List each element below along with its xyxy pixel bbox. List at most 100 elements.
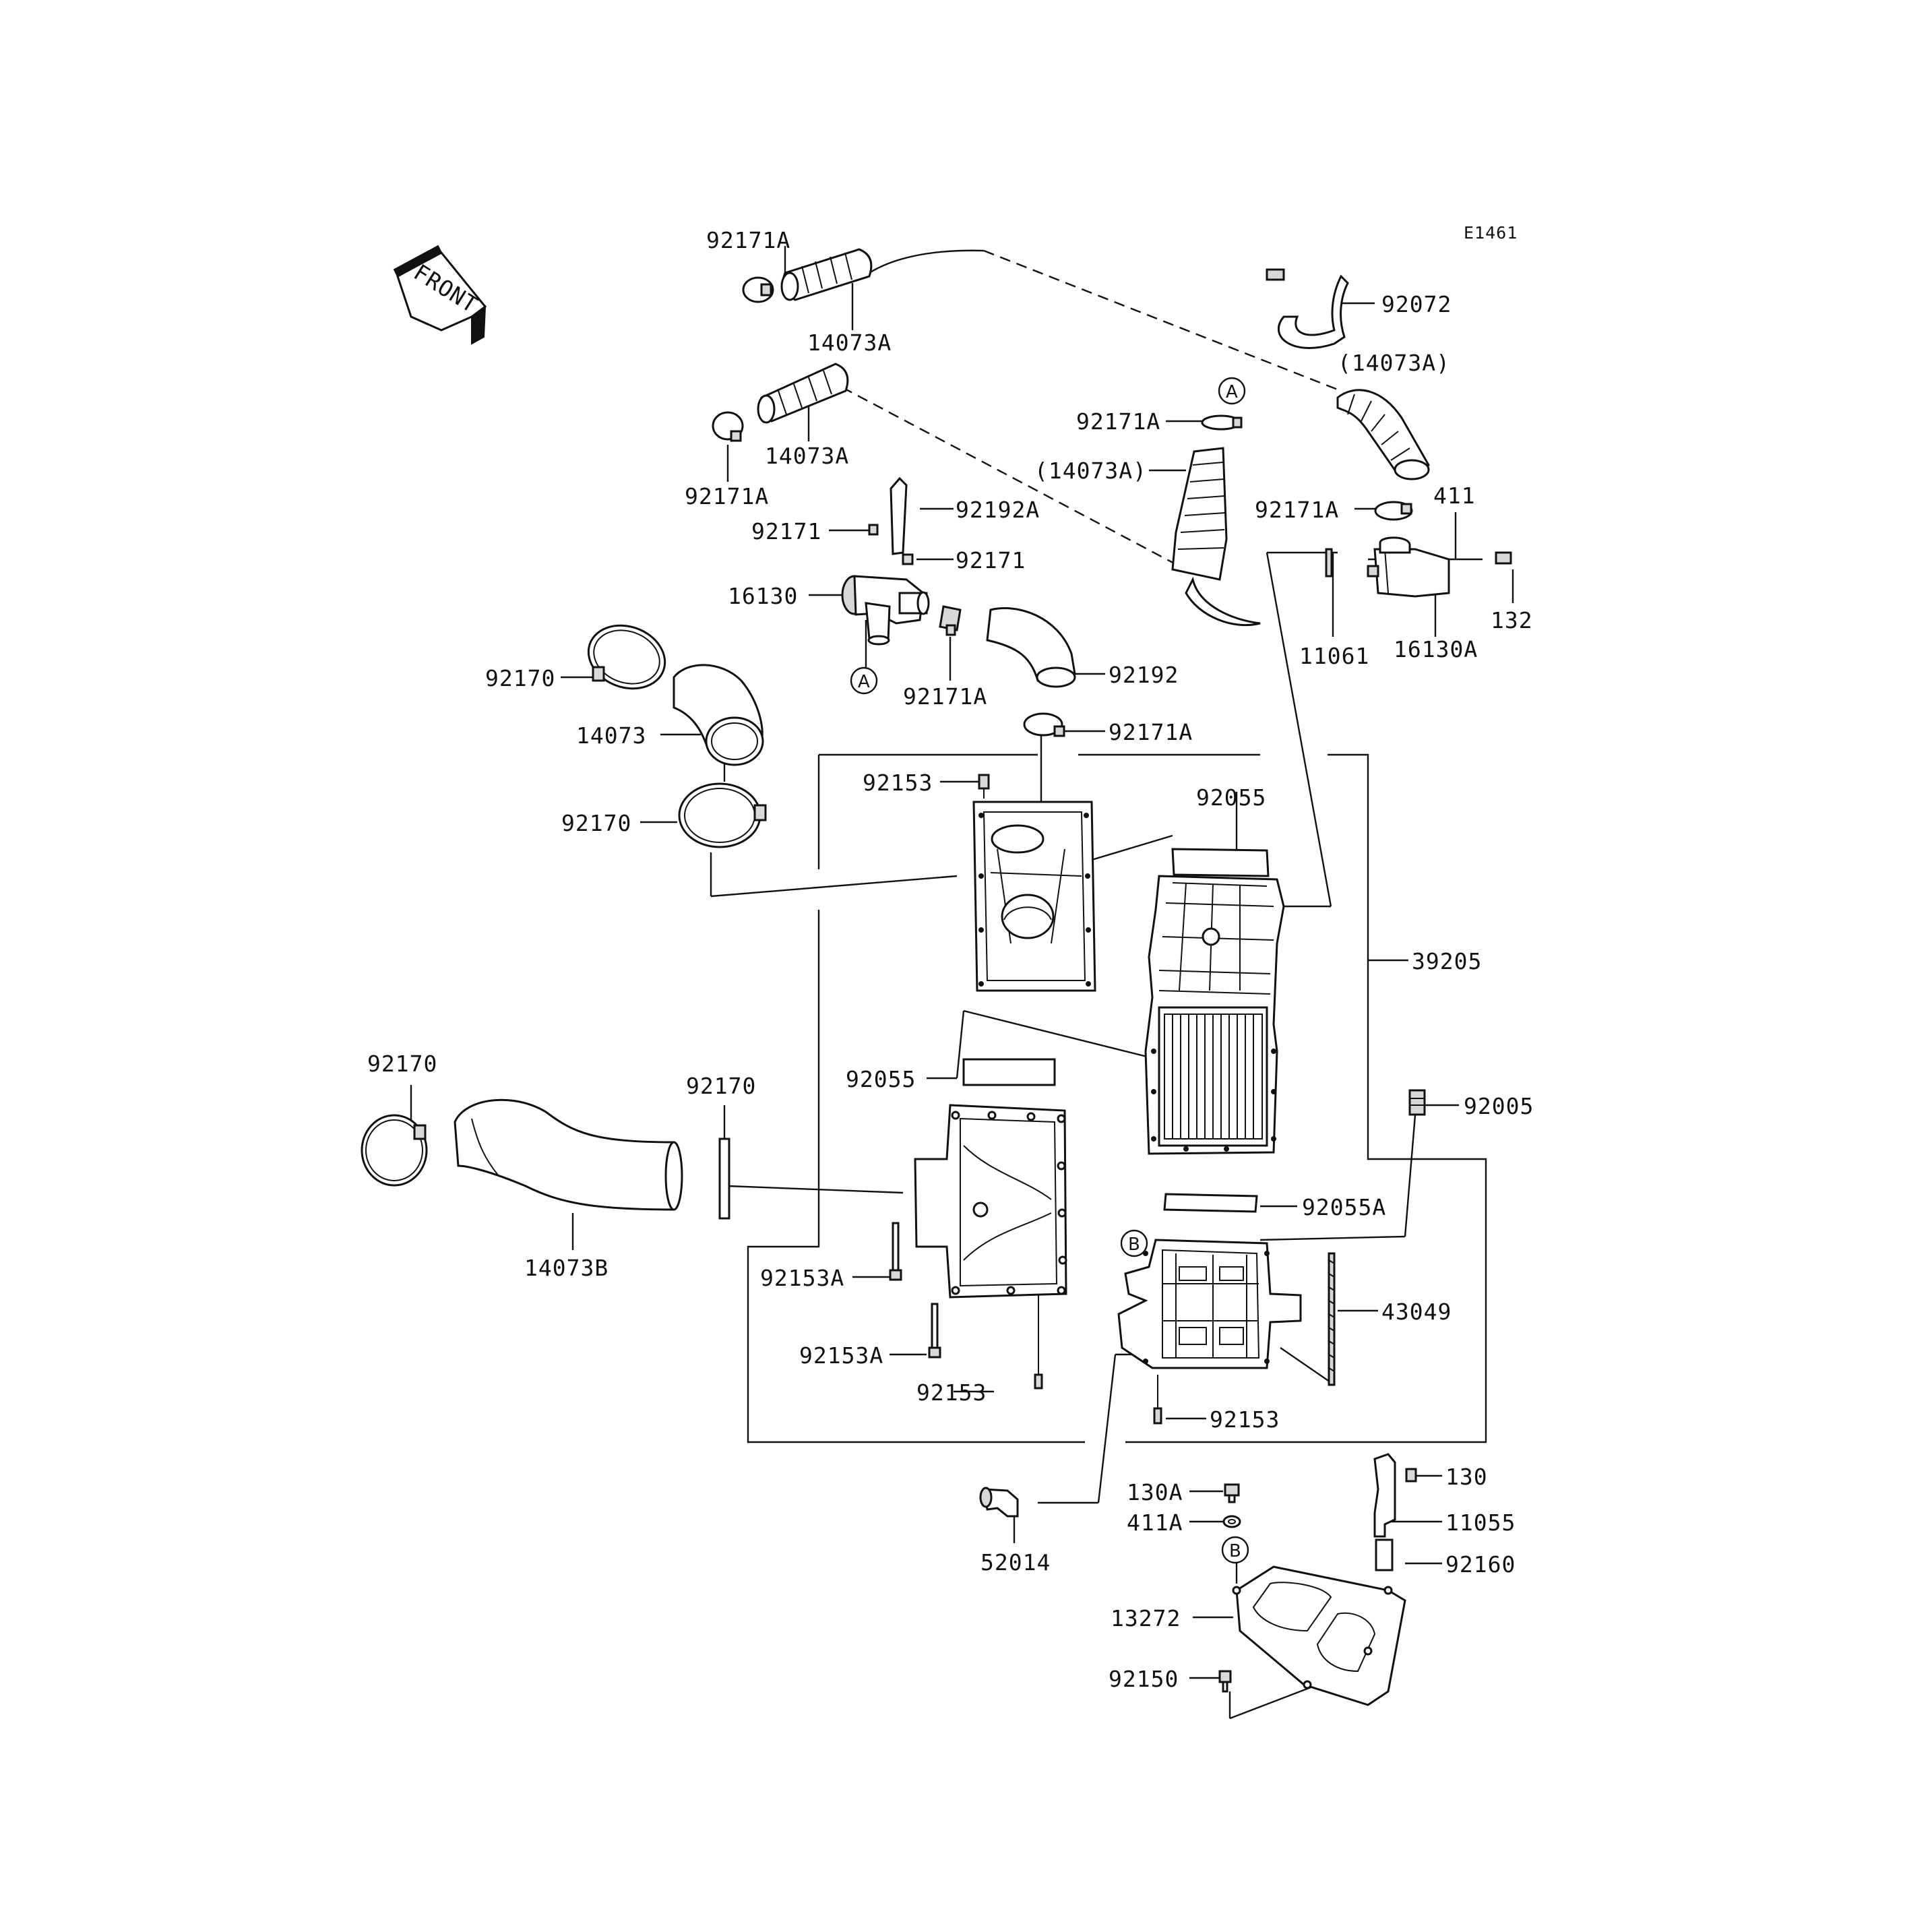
bolt-92150 [1218,1670,1232,1693]
ref-markers: A A B B [850,377,1249,1564]
bolt-92153A-b [928,1303,941,1359]
label-92150: 92150 [1109,1666,1179,1692]
label-92192A: 92192A [956,497,1040,523]
label-16130A: 16130A [1394,636,1478,662]
label-92171A-right: 92171A [1255,497,1339,523]
housing-16130A [1325,501,1512,598]
ref-A-left-label: A [858,672,870,692]
label-14073A-right: (14073A) [1338,350,1450,376]
clamp-92171A-low [1023,712,1065,737]
diagram-code: E1461 [1464,223,1518,243]
clamp-92171A-left2 [712,411,744,442]
label-16130: 16130 [728,583,798,609]
hose-14073A-top [780,248,873,301]
label-14073A-mid: (14073A) [1034,458,1147,484]
hose-92192 [986,607,1076,688]
label-92153-low: 92153 [1210,1406,1280,1433]
label-92005: 92005 [1464,1093,1534,1119]
clamp-92170-a [587,624,666,690]
label-92072: 92072 [1381,291,1452,317]
hose-14073A-right [1336,389,1430,480]
label-14073A-top: 14073A [807,330,892,356]
label-92171A-low: 92171A [1109,719,1193,745]
ref-B-mid-label: B [1128,1235,1140,1255]
spacer-92160 [1375,1538,1394,1571]
washer-411A [1222,1515,1241,1528]
label-92170-d: 92170 [686,1073,756,1099]
label-92171A-mid: 92171A [903,683,987,710]
hose-14073 [673,664,764,766]
band-92072 [1266,268,1349,349]
ref-A-top-label: A [1226,382,1238,402]
hose-14073B [454,1098,683,1211]
label-92170-c: 92170 [367,1051,437,1077]
clamp-92171A-mid [939,605,962,636]
label-92153A-b: 92153A [799,1342,883,1369]
parts [361,248,1512,1706]
label-92171A-left2: 92171A [685,483,769,509]
valve-16130 [841,575,930,646]
label-92171A-top: 92171A [706,227,790,253]
clamp-92170-d [718,1138,730,1220]
ref-B-low-label: B [1229,1541,1241,1561]
label-130: 130 [1445,1464,1488,1490]
label-130A: 130A [1127,1479,1183,1505]
part-labels: 92171A 14073A 92072 (14073A) 14073A 9217… [367,227,1534,1692]
label-11061: 11061 [1299,643,1369,669]
ref-A-left: A [850,666,878,695]
label-92171A-midA: 92171A [1076,408,1160,435]
label-92055-mid: 92055 [846,1066,916,1092]
bolt-92153-mid [1034,1294,1043,1390]
gasket-92055-mid [962,1058,1056,1086]
bolt-92153A-a [889,1222,902,1281]
label-411A: 411A [1127,1509,1183,1536]
label-13272: 13272 [1111,1605,1181,1631]
label-92171-a: 92171 [751,518,821,544]
clamp-92170-c [361,1114,428,1187]
label-92192: 92192 [1109,662,1179,688]
label-92170-b: 92170 [561,810,631,836]
label-43049: 43049 [1381,1299,1452,1325]
lower-box-housing [914,1104,1067,1299]
label-39205: 39205 [1412,948,1482,974]
label-92153A-a: 92153A [760,1265,844,1291]
label-411: 411 [1433,482,1476,509]
label-132: 132 [1491,607,1533,633]
cover-plate-upper [972,801,1096,992]
ref-B-mid: B [1120,1229,1148,1257]
bolt-92153-low [1153,1375,1162,1425]
ref-B-low: B [1221,1536,1249,1564]
hose-14073A-2 [757,363,849,424]
gasket-92055-top [1171,848,1270,877]
bracket-11055 [1373,1453,1396,1538]
clamp-92171A-top [742,276,774,303]
bolt-92153-top [978,774,990,799]
label-52014: 52014 [980,1549,1051,1576]
plate-13272 [1232,1565,1406,1706]
label-92055A: 92055A [1302,1194,1386,1220]
clip-92171-b [902,553,914,565]
label-92153-top: 92153 [863,770,933,796]
ref-A-top: A [1218,377,1246,405]
label-92170-a: 92170 [485,665,555,691]
lower-tank [1117,1239,1302,1369]
intercooler-body [1144,875,1285,1155]
label-92160: 92160 [1445,1551,1516,1578]
label-14073: 14073 [576,722,646,749]
label-92055-top: 92055 [1196,784,1266,811]
label-92171-b: 92171 [956,547,1026,573]
label-14073B: 14073B [524,1255,609,1281]
clamp-92171A-midA [1201,414,1243,431]
clip-92171-a [868,524,879,536]
clamp-92170-b [678,782,767,848]
hose-92192A [890,476,908,555]
bolt-130A [1224,1483,1240,1503]
front-arrow-icon: FRONT [393,245,487,345]
label-92153-mid: 92153 [916,1379,987,1406]
hose-14073A-mid [1171,447,1261,627]
rod-43049 [1328,1252,1336,1386]
gasket-92055A [1163,1193,1258,1213]
bolt-130 [1405,1468,1417,1483]
label-11055: 11055 [1445,1509,1516,1536]
